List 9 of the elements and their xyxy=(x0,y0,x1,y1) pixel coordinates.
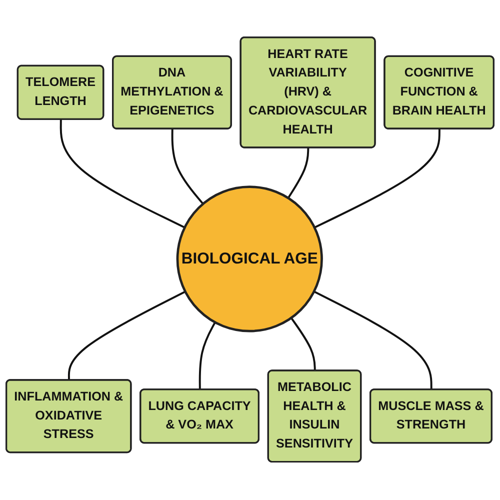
connector xyxy=(314,129,440,229)
connector xyxy=(314,291,432,390)
connector xyxy=(68,291,186,381)
connector xyxy=(60,120,186,229)
connector xyxy=(287,148,310,200)
connector xyxy=(290,318,316,372)
connector xyxy=(171,129,204,205)
node-circle: BIOLOGICAL AGE xyxy=(176,186,323,333)
connector xyxy=(198,322,216,390)
